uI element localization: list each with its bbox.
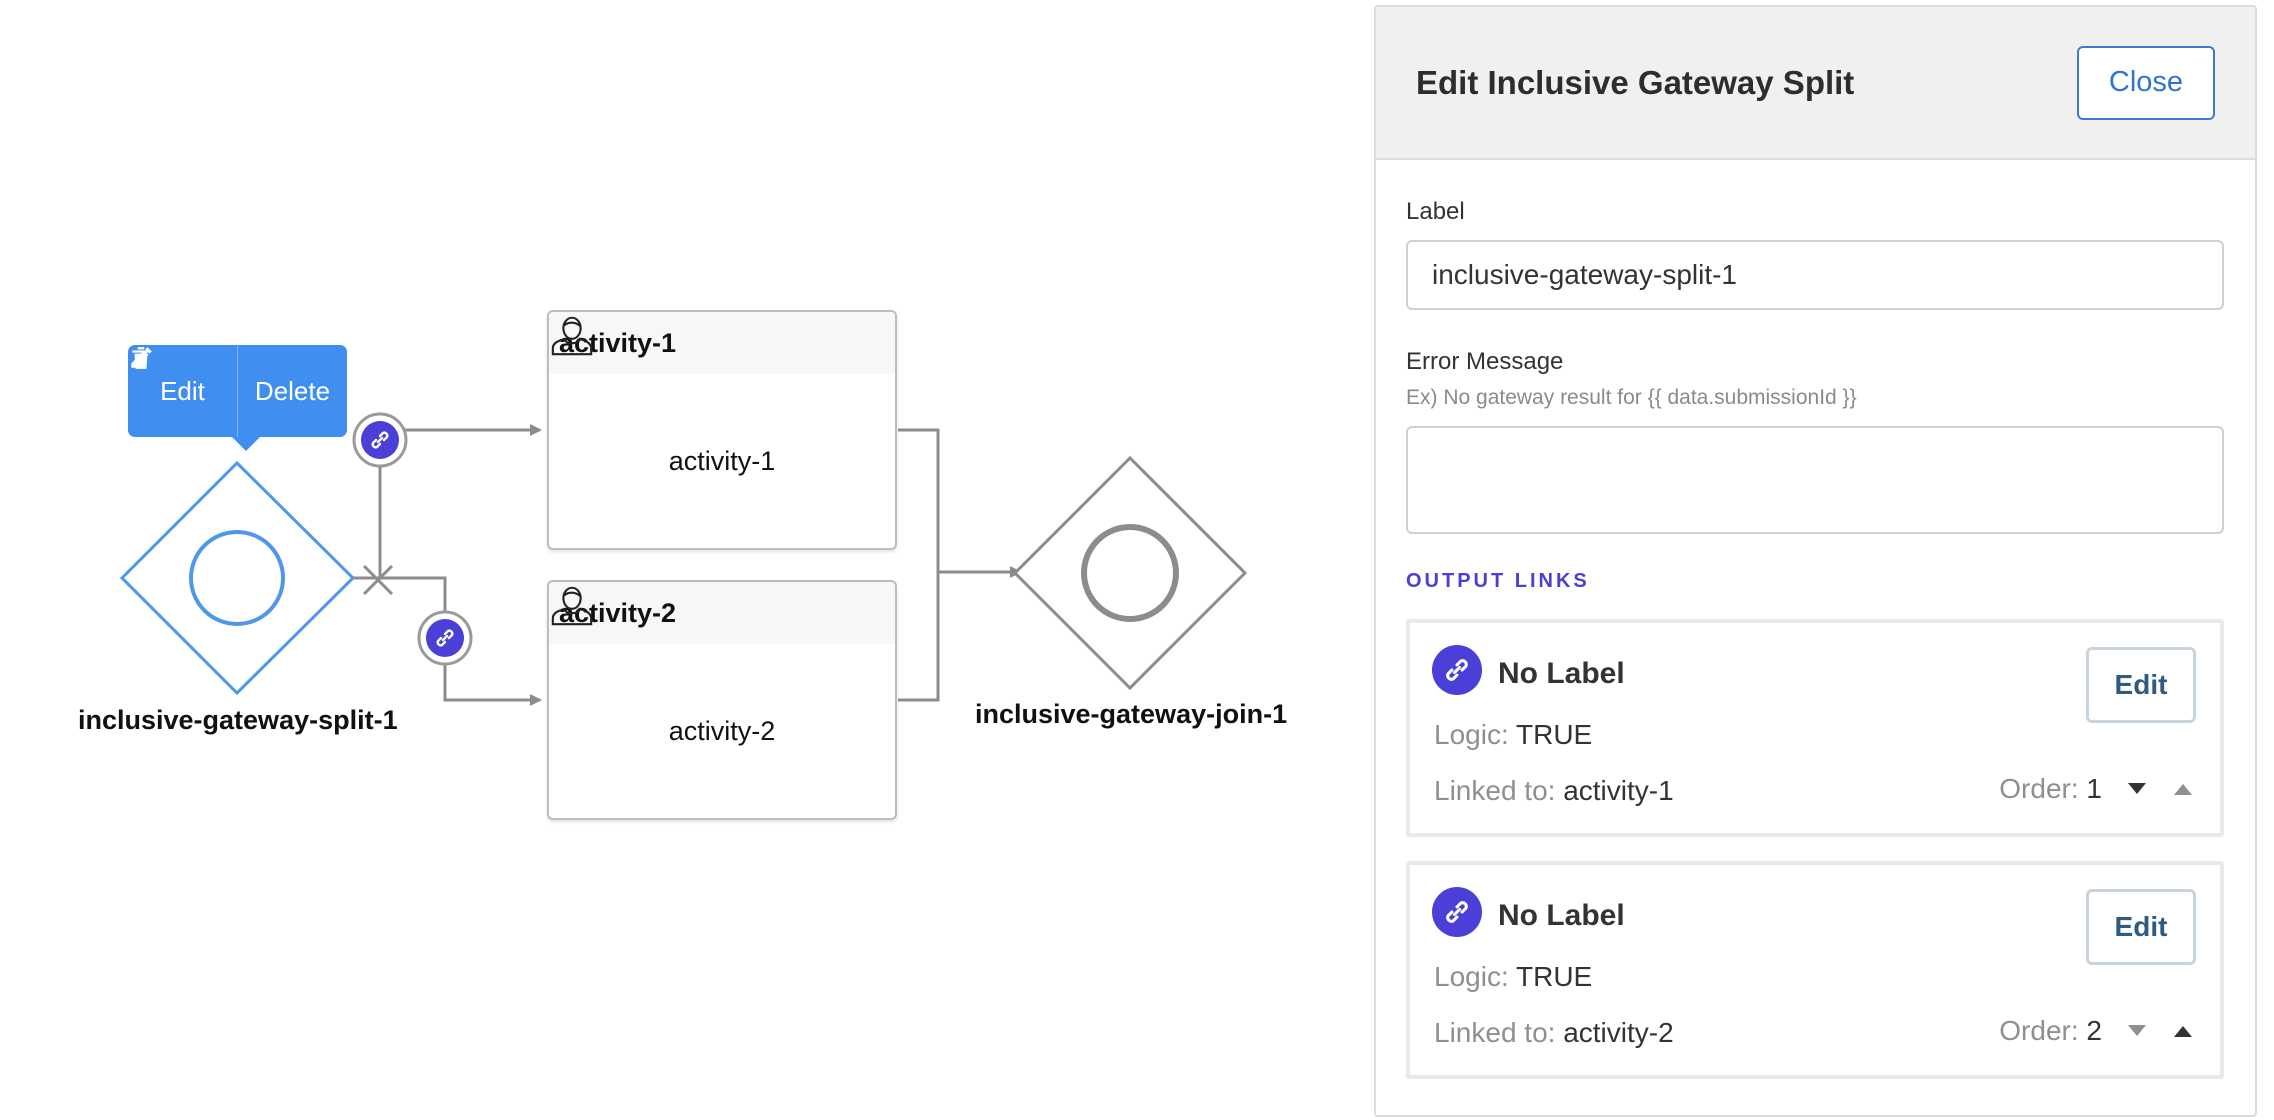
logic-value: TRUE [1516,719,1593,750]
output-links-heading: OUTPUT LINKS [1406,570,1590,592]
error-message-textarea[interactable] [1406,426,2224,534]
user-icon [551,586,593,626]
connectors-layer [119,412,1248,706]
order-value: 1 [2086,773,2102,804]
linked-label: Linked to: [1434,1017,1556,1048]
link-badge-1[interactable] [352,412,408,468]
output-link-card-1: No Label Edit Logic: TRUE Linked to: act… [1406,619,2224,837]
caret-down-icon [2128,1025,2146,1036]
panel-body: Label inclusive-gateway-split-1 Error Me… [1376,160,2255,1079]
gateway-join-node[interactable] [1012,455,1248,691]
edit-link-button[interactable]: Edit [2086,647,2196,723]
edit-gateway-panel: Edit Inclusive Gateway Split Close Label… [1374,5,2257,1117]
caret-up-icon [2174,784,2192,795]
error-message-hint: Ex) No gateway result for {{ data.submis… [1406,386,1857,409]
node-toolbar: Edit Delete [128,345,347,451]
panel-title: Edit Inclusive Gateway Split [1416,63,1855,101]
order-up-button[interactable] [2172,1020,2194,1042]
linked-label: Linked to: [1434,775,1556,806]
activity-node-2[interactable]: activity-2 activity-2 [547,580,897,820]
order-label: Order: [1999,773,2079,804]
link-target: Linked to: activity-2 [1434,1017,1674,1049]
edit-link-button[interactable]: Edit [2086,889,2196,965]
activity-body: activity-2 [668,715,776,746]
activity-header: activity-2 [549,582,895,644]
delete-node-label: Delete [254,375,331,406]
label-input[interactable]: inclusive-gateway-split-1 [1406,240,2224,310]
link-name: No Label [1498,657,1625,690]
order-down-button[interactable] [2126,778,2148,800]
link-name: No Label [1498,899,1625,932]
link-logic: Logic: TRUE [1434,719,1592,751]
gateway-split-label: inclusive-gateway-split-1 [78,705,398,735]
trash-icon [132,347,150,369]
connector-activity-1-to-join [898,428,1022,578]
activity-body: activity-1 [668,445,776,476]
activity-title: activity-1 [559,327,677,358]
output-link-card-2: No Label Edit Logic: TRUE Linked to: act… [1406,861,2224,1079]
order-up-button[interactable] [2172,778,2194,800]
logic-label: Logic: [1434,961,1509,992]
error-message-label: Error Message [1406,348,1564,375]
workflow-canvas[interactable]: Edit Delete inclusive-gateway-split-1 in… [0,0,1360,1120]
linked-value: activity-2 [1563,1017,1674,1048]
link-target: Linked to: activity-1 [1434,775,1674,807]
link-order: Order: 1 [1999,773,2194,805]
order-value: 2 [2086,1015,2102,1046]
link-icon [371,431,389,449]
user-icon [551,316,593,356]
gateway-join-label: inclusive-gateway-join-1 [975,699,1288,729]
edit-node-button[interactable]: Edit [128,345,237,437]
order-down-button[interactable] [2126,1020,2148,1042]
activity-header: activity-1 [549,312,895,374]
delete-node-button[interactable]: Delete [132,345,347,437]
link-order: Order: 2 [1999,1015,2194,1047]
gateway-split-node[interactable] [119,460,356,696]
connector-x-mark[interactable] [362,564,394,596]
linked-value: activity-1 [1563,775,1674,806]
panel-header: Edit Inclusive Gateway Split Close [1376,7,2255,160]
edit-node-label: Edit [160,375,205,406]
connector-activity-2-to-join [898,572,940,702]
link-logic: Logic: TRUE [1434,961,1592,993]
logic-label: Logic: [1434,719,1509,750]
caret-down-icon [2128,783,2146,794]
link-badge-2[interactable] [417,610,473,666]
close-button[interactable]: Close [2077,45,2215,120]
order-label: Order: [1999,1015,2079,1046]
caret-up-icon [2174,1026,2192,1037]
link-icon [436,629,454,647]
label-field-label: Label [1406,198,1465,225]
link-icon [1432,645,1482,695]
logic-value: TRUE [1516,961,1593,992]
activity-title: activity-2 [559,597,677,628]
activity-node-1[interactable]: activity-1 activity-1 [547,310,897,550]
link-icon [1432,887,1482,937]
